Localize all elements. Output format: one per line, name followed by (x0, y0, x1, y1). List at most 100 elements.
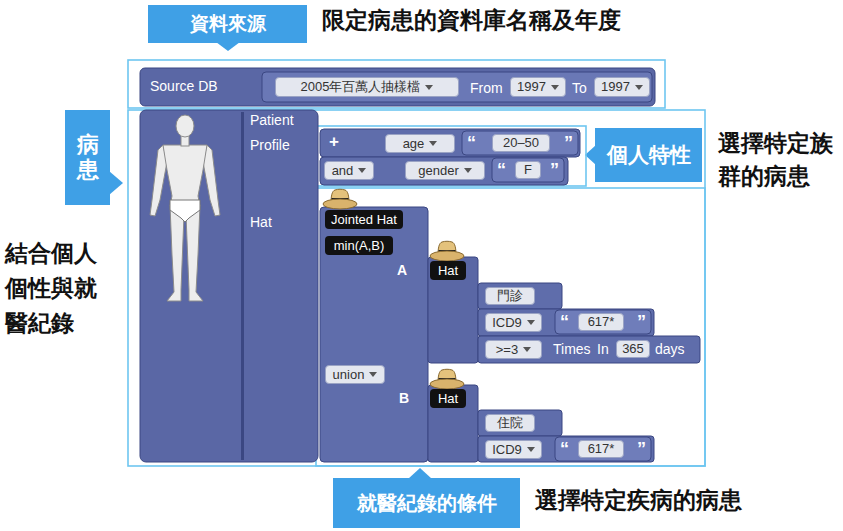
quote-block: “ ” 617* (555, 310, 651, 334)
text-field: 617* (578, 313, 624, 331)
block-slot (262, 72, 652, 102)
body-figure (150, 115, 220, 301)
annotation-label: 選擇特定疾病的病患 (535, 487, 742, 515)
hat-label: Jointed Hat (325, 210, 403, 229)
block-divider (241, 112, 244, 460)
node-text: and (332, 163, 354, 179)
dropdown-arrow (635, 85, 643, 90)
node-text: age (403, 136, 425, 152)
quote-block (555, 437, 651, 461)
block-shape (428, 257, 478, 363)
node-text: Hat (250, 213, 272, 231)
block-shape (140, 68, 655, 106)
region-outline (316, 188, 705, 466)
node-text: Profile (250, 136, 290, 154)
patient-block: PatientProfileHat (140, 110, 318, 462)
block-shape (478, 436, 654, 462)
node-text: ” (637, 437, 646, 461)
dropdown-field: union (325, 365, 385, 384)
node-text: Patient (250, 111, 294, 129)
node-text: 住院 (497, 415, 523, 431)
dropdown-arrow (425, 85, 433, 90)
node-text: From (470, 79, 503, 97)
node-text: 20–50 (503, 135, 539, 151)
block-shape (320, 157, 568, 185)
node-text: ICD9 (492, 442, 522, 458)
callout-box: 資料來源 (148, 5, 307, 43)
node-text: min(A,B) (334, 238, 385, 254)
node-text: “ (467, 131, 476, 155)
node-text: 1997 (517, 79, 546, 95)
node-text: To (572, 79, 587, 97)
dropdown-field: ICD9 (485, 313, 542, 332)
block-shape (320, 129, 580, 157)
node-text: “ (497, 158, 506, 182)
callout-box: 個人特性 (595, 128, 702, 182)
hat-label: Hat (430, 261, 466, 280)
annotation-label: In (597, 341, 609, 358)
annotation-label: 限定病患的資料庫名稱及年度 (322, 7, 621, 35)
block-shape (478, 410, 562, 436)
quote-block (555, 310, 651, 334)
callout-pointer (216, 42, 240, 51)
callout-pointer (109, 171, 123, 195)
dropdown-field: 2005年百萬人抽樣檔 (275, 77, 459, 97)
dropdown-arrow (358, 168, 366, 173)
block-shape (320, 207, 428, 462)
node-text: >=3 (496, 342, 518, 358)
dropdown-field: gender (405, 161, 485, 180)
block-shape (478, 336, 700, 363)
node-text: Hat (438, 391, 458, 407)
node-text: 資料來源 (190, 13, 266, 36)
quote-block (462, 131, 578, 155)
dropdown-arrow (429, 141, 437, 146)
node-text: ICD9 (492, 315, 522, 331)
quote-block: “ ” F (492, 158, 564, 182)
quote-block (492, 158, 564, 182)
text-field: 20–50 (492, 134, 550, 152)
callout-box: 病患 (65, 110, 110, 205)
quote-block: “”617* (555, 437, 651, 461)
node-text: 617* (588, 314, 615, 330)
quote-block: “ ” 20–50 (462, 131, 578, 155)
node-text: 365 (622, 341, 644, 357)
dropdown-field: 1997 (510, 77, 566, 97)
node-text: “ (560, 310, 569, 334)
node-text: ” (637, 310, 646, 334)
profile-row: + age “ ” 20–50 (320, 129, 580, 157)
node-text: 就醫紀錄的條件 (357, 491, 497, 515)
block-shape (478, 283, 562, 309)
node-text: union (333, 367, 365, 383)
text-field: 365 (616, 340, 650, 358)
node-text: Hat (438, 263, 458, 279)
annotation-label: 結合個人個性與就醫紀錄 (5, 236, 101, 341)
node-text: ” (550, 158, 559, 182)
node-text: 病患 (77, 133, 99, 181)
block-shape (140, 110, 318, 462)
hat-label: Hat (430, 389, 466, 408)
node-text: F (524, 162, 532, 178)
dropdown-field: ICD9 (485, 440, 542, 459)
node-text: ” (564, 131, 573, 155)
node-text: 1997 (601, 79, 630, 95)
text-field: 門診 (485, 287, 535, 305)
node-text: + (329, 133, 339, 151)
dropdown-arrow (523, 347, 531, 352)
region-outline (128, 60, 665, 108)
dropdown-arrow (464, 168, 472, 173)
dropdown-field: and (324, 161, 374, 180)
hat-label: min(A,B) (325, 236, 393, 255)
callout-box: 就醫紀錄的條件 (333, 478, 520, 528)
annotation-label: days (655, 341, 685, 358)
dropdown-field: age (385, 134, 455, 153)
node-text: gender (418, 163, 458, 179)
dropdown-arrow (527, 320, 535, 325)
node-text: 617* (588, 441, 615, 457)
node-text: 2005年百萬人抽樣檔 (301, 79, 421, 95)
region-outline (128, 110, 705, 466)
node-text: 個人特性 (607, 142, 691, 167)
annotation-label: Times (553, 341, 591, 358)
dropdown-field: 1997 (594, 77, 650, 97)
hat-icon (323, 189, 357, 209)
